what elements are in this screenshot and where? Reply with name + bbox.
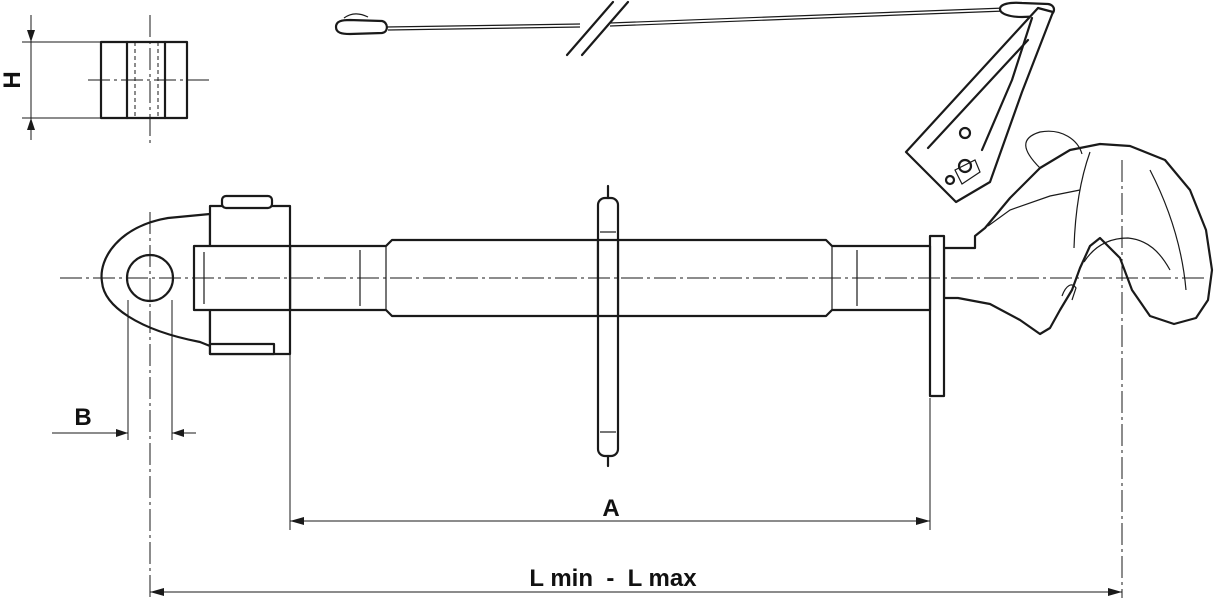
bushing-end-view [22, 15, 210, 145]
latch-lever [904, 6, 1055, 204]
release-cord [334, 0, 1056, 57]
overall-length-label: L min - L max [529, 565, 697, 592]
hook-body [942, 130, 1214, 336]
dimension-l [150, 588, 1122, 596]
lock-nut [928, 234, 946, 398]
thread-length-label: A [602, 495, 619, 522]
height-label: H [0, 71, 26, 88]
left-eye-end [100, 194, 292, 356]
dimension-a [289, 312, 931, 530]
turning-handle [596, 184, 620, 468]
dimension-b [52, 300, 196, 440]
pin-width-label: B [74, 404, 91, 431]
